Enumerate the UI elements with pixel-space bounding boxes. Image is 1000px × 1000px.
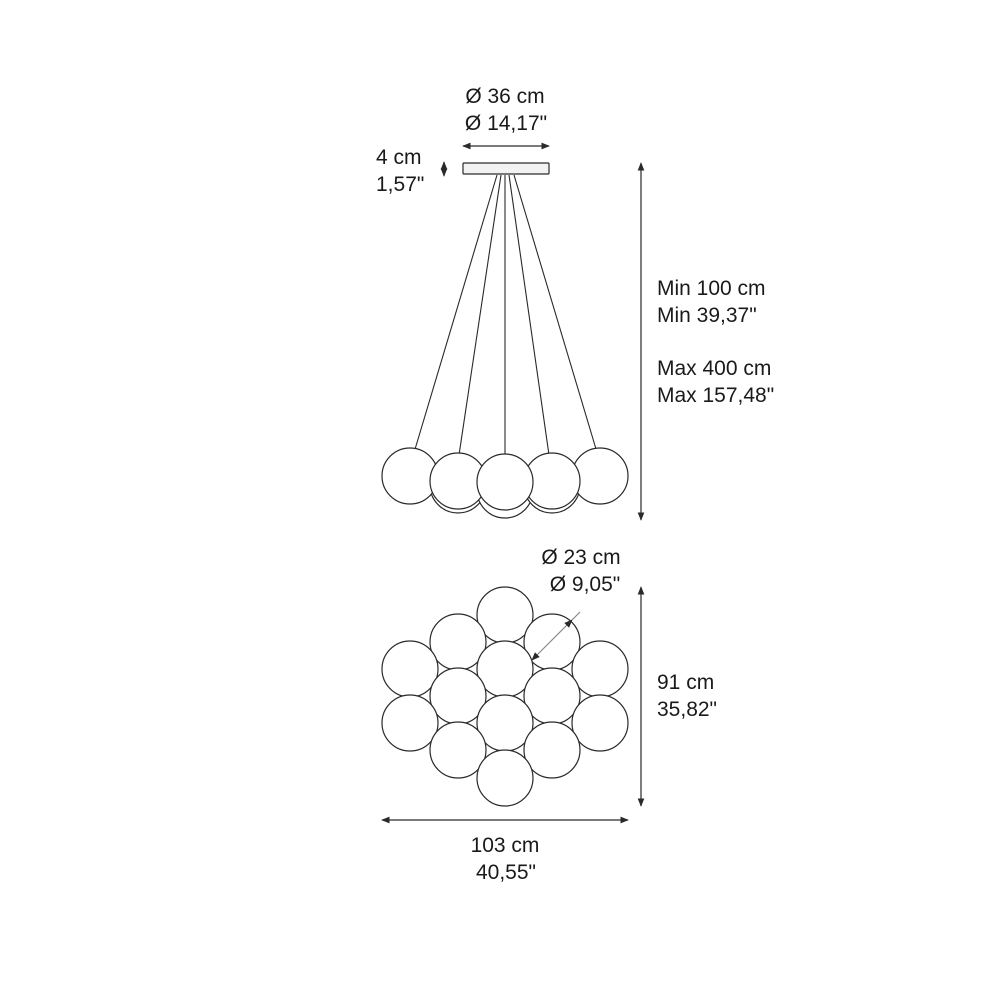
side-elevation bbox=[381, 142, 645, 521]
cluster-depth-cm-label: 91 cm bbox=[657, 671, 715, 694]
canopy-height-cm-label: 4 cm bbox=[376, 146, 422, 169]
cable bbox=[513, 174, 597, 450]
cable bbox=[412, 174, 498, 457]
suspension-cables bbox=[412, 174, 597, 457]
sphere-diameter-indicator bbox=[531, 619, 573, 661]
min-height-in-label: Min 39,37" bbox=[657, 304, 757, 327]
cable bbox=[458, 174, 502, 456]
sphere bbox=[381, 640, 439, 698]
canopy-diameter-in-label: Ø 14,17" bbox=[464, 112, 548, 135]
canopy-diameter-cm-label: Ø 36 cm bbox=[465, 85, 545, 108]
sphere-front-row bbox=[381, 447, 629, 511]
sphere bbox=[571, 447, 629, 505]
sphere bbox=[571, 640, 629, 698]
ceiling-canopy bbox=[462, 162, 550, 175]
sphere-diameter-cm-label: Ø 23 cm bbox=[541, 546, 621, 569]
cluster-width-cm-label: 103 cm bbox=[470, 834, 540, 857]
sphere-diameter-leader bbox=[571, 611, 581, 621]
cluster-depth-in-label: 35,82" bbox=[657, 698, 718, 721]
sphere-cluster bbox=[381, 586, 629, 807]
sphere-diameter-in-label: Ø 9,05" bbox=[549, 573, 621, 596]
sphere bbox=[429, 721, 487, 779]
cable bbox=[508, 174, 550, 456]
sphere bbox=[381, 694, 439, 752]
min-height-cm-label: Min 100 cm bbox=[657, 277, 766, 300]
max-height-in-label: Max 157,48" bbox=[657, 384, 775, 407]
sphere bbox=[523, 721, 581, 779]
cluster-width-in-label: 40,55" bbox=[475, 861, 537, 884]
sphere bbox=[381, 447, 439, 505]
sphere bbox=[476, 453, 534, 511]
plan-view bbox=[381, 586, 645, 824]
sphere bbox=[476, 749, 534, 807]
canopy-height-in-label: 1,57" bbox=[376, 173, 425, 196]
sphere bbox=[571, 694, 629, 752]
max-height-cm-label: Max 400 cm bbox=[657, 357, 772, 380]
